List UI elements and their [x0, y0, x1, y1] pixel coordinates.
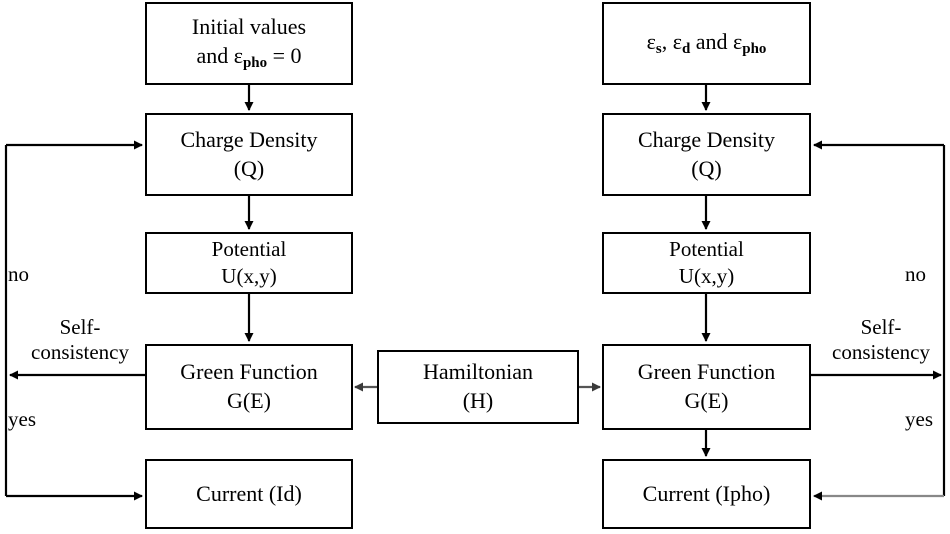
initial-values-prefix: and	[196, 42, 234, 68]
charge-density-left-line2: (Q)	[233, 155, 265, 181]
green-function-left-line2: G(E)	[227, 388, 271, 413]
potential-right-line2: U(x,y)	[678, 264, 735, 288]
edge-label-yes-right: yes	[905, 407, 933, 431]
self-consistency-left-line1: Self-	[59, 315, 101, 339]
green-function-right-line1: Green Function	[637, 359, 776, 385]
potential-right-line1: Potential	[669, 236, 744, 261]
edge-label-yes-left: yes	[8, 407, 36, 431]
node-initial-values[interactable]: Initial values and εpho = 0	[145, 2, 353, 85]
node-potential-right[interactable]: Potential U(x,y)	[602, 232, 811, 294]
initial-values-line1: Initial values	[191, 14, 307, 40]
edge-label-self-consistency-right: Self- consistency	[818, 315, 944, 365]
epsilon-symbol: ε	[233, 42, 243, 68]
initial-values-line2: and εpho = 0	[196, 42, 301, 74]
current-left-line1: Current (Id)	[196, 480, 302, 506]
epsilon-d-symbol: ε	[672, 28, 682, 54]
self-consistency-right-line2: consistency	[832, 339, 930, 364]
self-consistency-right-line1: Self-	[860, 315, 902, 339]
self-consistency-left-line2: consistency	[31, 339, 129, 364]
epsilon-s-subscript: s	[655, 40, 662, 57]
charge-density-left-line1: Charge Density	[180, 126, 318, 152]
node-current-right[interactable]: Current (Ipho)	[602, 459, 811, 529]
epsilon-separator-1: ,	[661, 28, 673, 54]
node-green-function-right[interactable]: Green Function G(E)	[602, 344, 811, 430]
potential-left-line2: U(x,y)	[221, 264, 277, 288]
green-function-right-line2: G(E)	[684, 388, 729, 413]
edge-label-self-consistency-left: Self- consistency	[20, 315, 140, 365]
initial-values-suffix: = 0	[267, 42, 302, 68]
epsilon-separator-2: and	[690, 28, 734, 54]
epsilon-pho-symbol: ε	[733, 28, 743, 54]
edge-label-no-right: no	[905, 262, 926, 286]
charge-density-right-line2: (Q)	[691, 155, 722, 181]
epsilon-d-subscript: d	[681, 40, 691, 57]
hamiltonian-line1: Hamiltonian	[423, 359, 533, 385]
potential-left-line1: Potential	[211, 236, 287, 261]
hamiltonian-line2: (H)	[462, 388, 494, 413]
epsilon-inputs-line: εs, εd and εpho	[647, 28, 767, 60]
node-epsilon-inputs[interactable]: εs, εd and εpho	[602, 2, 811, 85]
green-function-left-line1: Green Function	[180, 359, 318, 385]
epsilon-subscript: pho	[242, 55, 268, 72]
node-charge-density-left[interactable]: Charge Density (Q)	[145, 113, 353, 196]
edge-label-no-left: no	[8, 262, 29, 286]
node-potential-left[interactable]: Potential U(x,y)	[145, 232, 353, 294]
node-green-function-left[interactable]: Green Function G(E)	[145, 344, 353, 430]
node-hamiltonian[interactable]: Hamiltonian (H)	[377, 350, 579, 424]
current-right-line1: Current (Ipho)	[642, 480, 771, 506]
charge-density-right-line1: Charge Density	[637, 126, 776, 152]
epsilon-pho-subscript: pho	[742, 40, 767, 57]
node-current-left[interactable]: Current (Id)	[145, 459, 353, 529]
node-charge-density-right[interactable]: Charge Density (Q)	[602, 113, 811, 196]
epsilon-s-symbol: ε	[646, 28, 656, 54]
